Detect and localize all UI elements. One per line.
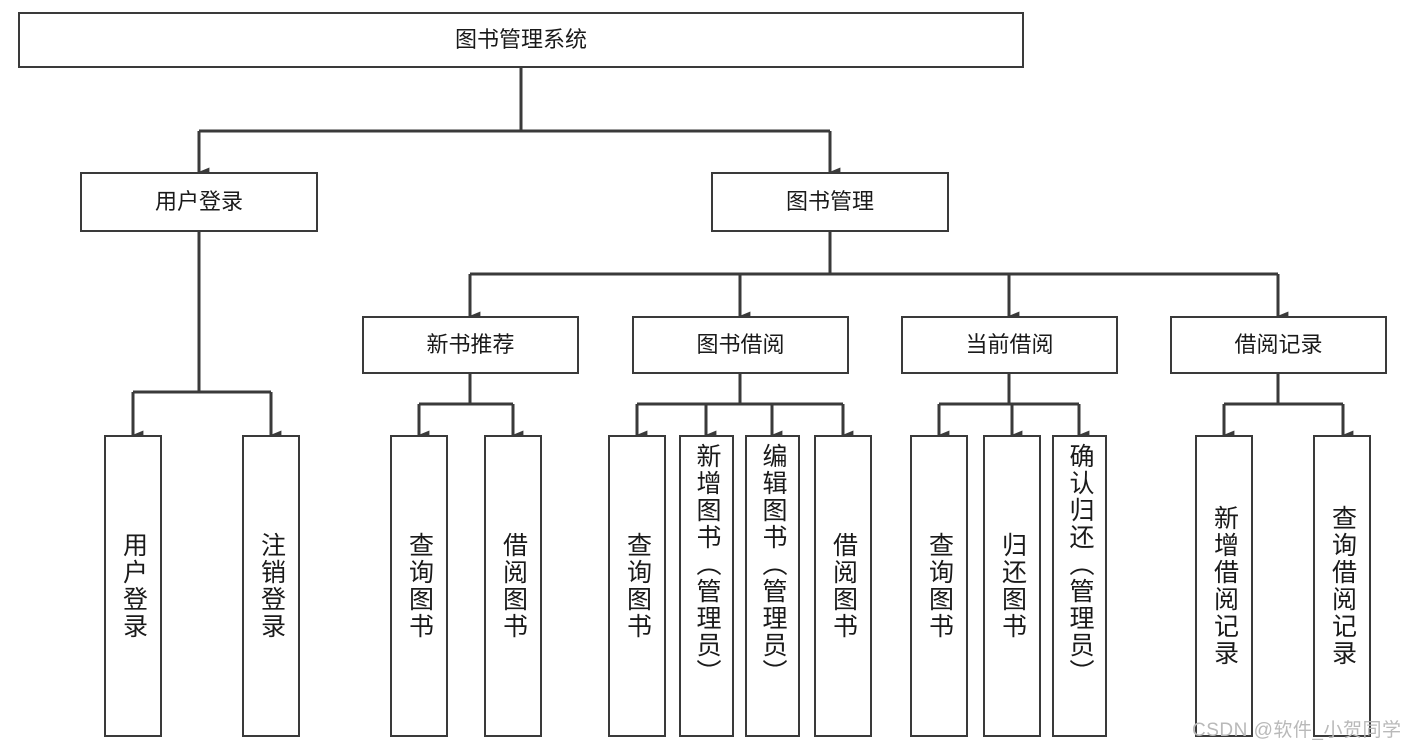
leaves-label: 查询图书 <box>405 532 434 640</box>
leaves-label: 新增图书（管理员） <box>693 443 721 686</box>
leaves-node[interactable]: 编辑图书（管理员） <box>745 435 800 737</box>
level3-node[interactable]: 当前借阅 <box>901 316 1118 374</box>
level3-node[interactable]: 借阅记录 <box>1170 316 1387 374</box>
level2-node[interactable]: 用户登录 <box>80 172 318 232</box>
csdn-watermark: CSDN @软件_小贺同学 <box>1192 720 1402 741</box>
leaves-label: 查询图书 <box>623 532 652 640</box>
leaves-label: 确认归还（管理员） <box>1066 443 1094 686</box>
level3-label: 当前借阅 <box>965 332 1054 358</box>
leaves-node[interactable]: 查询图书 <box>910 435 968 737</box>
level2-node[interactable]: 图书管理 <box>711 172 949 232</box>
leaves-node[interactable]: 确认归还（管理员） <box>1052 435 1107 737</box>
leaves-node[interactable]: 用户登录 <box>104 435 162 737</box>
leaves-label: 注销登录 <box>257 532 286 640</box>
level2-label: 用户登录 <box>154 189 243 215</box>
level3-label: 图书借阅 <box>696 332 785 358</box>
leaves-label: 借阅图书 <box>829 532 858 640</box>
leaves-label: 新增借阅记录 <box>1210 505 1239 667</box>
level3-node[interactable]: 图书借阅 <box>632 316 849 374</box>
level3-node[interactable]: 新书推荐 <box>362 316 579 374</box>
leaves-label: 用户登录 <box>119 532 148 640</box>
leaves-label: 借阅图书 <box>499 532 528 640</box>
level3-label: 借阅记录 <box>1234 332 1323 358</box>
leaves-node[interactable]: 借阅图书 <box>814 435 872 737</box>
leaves-node[interactable]: 查询图书 <box>390 435 448 737</box>
root-node[interactable]: 图书管理系统 <box>18 12 1024 68</box>
leaves-node[interactable]: 查询借阅记录 <box>1313 435 1371 737</box>
leaves-label: 归还图书 <box>998 532 1027 640</box>
root-label: 图书管理系统 <box>454 27 587 53</box>
leaves-node[interactable]: 借阅图书 <box>484 435 542 737</box>
leaves-label: 查询图书 <box>925 532 954 640</box>
level2-label: 图书管理 <box>785 189 874 215</box>
leaves-node[interactable]: 查询图书 <box>608 435 666 737</box>
leaves-label: 查询借阅记录 <box>1328 505 1357 667</box>
leaves-node[interactable]: 新增借阅记录 <box>1195 435 1253 737</box>
level3-label: 新书推荐 <box>426 332 515 358</box>
leaves-node[interactable]: 归还图书 <box>983 435 1041 737</box>
leaves-label: 编辑图书（管理员） <box>759 443 787 686</box>
leaves-node[interactable]: 新增图书（管理员） <box>679 435 734 737</box>
leaves-node[interactable]: 注销登录 <box>242 435 300 737</box>
